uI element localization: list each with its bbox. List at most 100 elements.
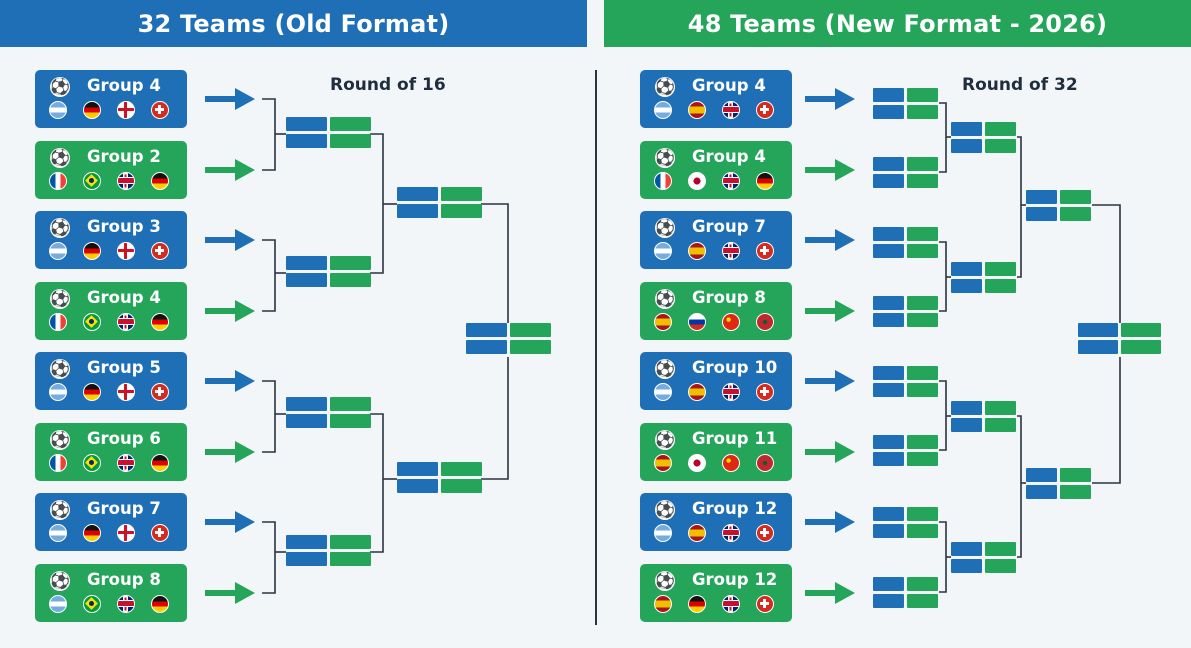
right-r16-slot [951, 122, 1016, 153]
slot-cell-green [907, 507, 938, 521]
right-bracket-line [1092, 204, 1121, 323]
flag-ar-icon [49, 101, 67, 119]
arrow-right-icon [205, 582, 255, 604]
slot-cell-green [1060, 485, 1091, 499]
group-card: ⚽Group 11 [640, 423, 792, 481]
soccer-ball-icon: ⚽ [655, 289, 675, 309]
slot-cell-blue [466, 340, 507, 354]
slot-cell-green [330, 117, 371, 131]
arrow-right-icon [805, 511, 855, 533]
flag-ch-icon [151, 383, 169, 401]
soccer-ball-icon: ⚽ [655, 218, 675, 238]
flag-ar-icon [49, 242, 67, 260]
soccer-ball-icon: ⚽ [50, 218, 70, 238]
slot-cell-green [1060, 190, 1091, 204]
flag-es-icon [688, 524, 706, 542]
slot-cell-blue [873, 435, 904, 449]
soccer-ball-icon: ⚽ [655, 359, 675, 379]
slot-cell-blue [873, 174, 904, 188]
slot-cell-green [985, 279, 1016, 293]
slot-cell-green [985, 139, 1016, 153]
flag-ar-icon [49, 524, 67, 542]
group-card: ⚽Group 4 [35, 282, 187, 340]
right-bracket-line [939, 241, 947, 312]
slot-cell-blue [873, 313, 904, 327]
group-card: ⚽Group 4 [640, 141, 792, 199]
slot-cell-blue [1026, 190, 1057, 204]
soccer-ball-icon: ⚽ [50, 571, 70, 591]
slot-cell-green [985, 401, 1016, 415]
slot-cell-green [907, 383, 938, 397]
right-r16-slot [951, 401, 1016, 432]
flag-de-icon [151, 172, 169, 190]
slot-cell-blue [397, 187, 438, 201]
slot-cell-blue [286, 134, 327, 148]
slot-cell-green [907, 594, 938, 608]
flag-ar-icon [654, 524, 672, 542]
soccer-ball-icon: ⚽ [655, 430, 675, 450]
flag-ma-icon [756, 454, 774, 472]
slot-cell-blue [397, 204, 438, 218]
right-round-label: Round of 32 [962, 75, 1078, 95]
left-r16-slot [286, 117, 371, 148]
group-name: Group 7 [692, 217, 766, 236]
right-bracket-line [1017, 136, 1022, 278]
slot-cell-blue [1026, 207, 1057, 221]
group-card: ⚽Group 12 [640, 564, 792, 622]
flag-ch-icon [756, 383, 774, 401]
slot-cell-green [330, 552, 371, 566]
flag-ch-icon [756, 101, 774, 119]
slot-cell-green [330, 414, 371, 428]
flag-ar-icon [654, 242, 672, 260]
flag-cn-icon [722, 454, 740, 472]
flag-es-icon [654, 454, 672, 472]
slot-cell-blue [951, 139, 982, 153]
right-bracket-line [939, 102, 947, 173]
slot-cell-green [907, 524, 938, 538]
slot-cell-green [985, 262, 1016, 276]
arrow-right-icon [205, 511, 255, 533]
slot-cell-blue [286, 256, 327, 270]
soccer-ball-icon: ⚽ [50, 77, 70, 97]
slot-cell-blue [873, 296, 904, 310]
flag-de-icon [151, 313, 169, 331]
group-card: ⚽Group 8 [35, 564, 187, 622]
slot-cell-green [330, 134, 371, 148]
flag-br-icon [83, 172, 101, 190]
soccer-ball-icon: ⚽ [50, 359, 70, 379]
slot-cell-green [441, 479, 482, 493]
soccer-ball-icon: ⚽ [50, 430, 70, 450]
arrow-right-icon [205, 229, 255, 251]
group-card: ⚽Group 4 [35, 70, 187, 128]
slot-cell-blue [286, 273, 327, 287]
flag-de-icon [151, 454, 169, 472]
slot-cell-green [907, 435, 938, 449]
slot-cell-green [907, 296, 938, 310]
group-card: ⚽ Group 7 [640, 211, 792, 269]
flag-es-icon [688, 383, 706, 401]
left-r16-slot [286, 397, 371, 428]
right-panel-title: 48 Teams (New Format - 2026) [604, 0, 1191, 47]
slot-cell-blue [286, 117, 327, 131]
arrow-right-icon [205, 88, 255, 110]
slot-cell-green [1060, 207, 1091, 221]
right-bracket-line [1017, 415, 1022, 558]
group-name: Group 4 [692, 76, 766, 95]
arrow-right-icon [805, 229, 855, 251]
right-r32-slot [873, 507, 938, 538]
flag-ch-icon [151, 524, 169, 542]
left-bracket-line [481, 203, 509, 323]
slot-cell-green [1121, 340, 1161, 354]
arrow-right-icon [805, 88, 855, 110]
slot-cell-green [330, 397, 371, 411]
slot-cell-blue [951, 559, 982, 573]
flag-en-icon [117, 524, 135, 542]
panel-divider [595, 70, 597, 625]
arrow-right-icon [205, 441, 255, 463]
flag-fr-icon [49, 454, 67, 472]
right-r32-slot [873, 227, 938, 258]
slot-cell-blue [1026, 485, 1057, 499]
flag-ar-icon [49, 383, 67, 401]
slot-cell-blue [286, 552, 327, 566]
slot-cell-blue [873, 452, 904, 466]
